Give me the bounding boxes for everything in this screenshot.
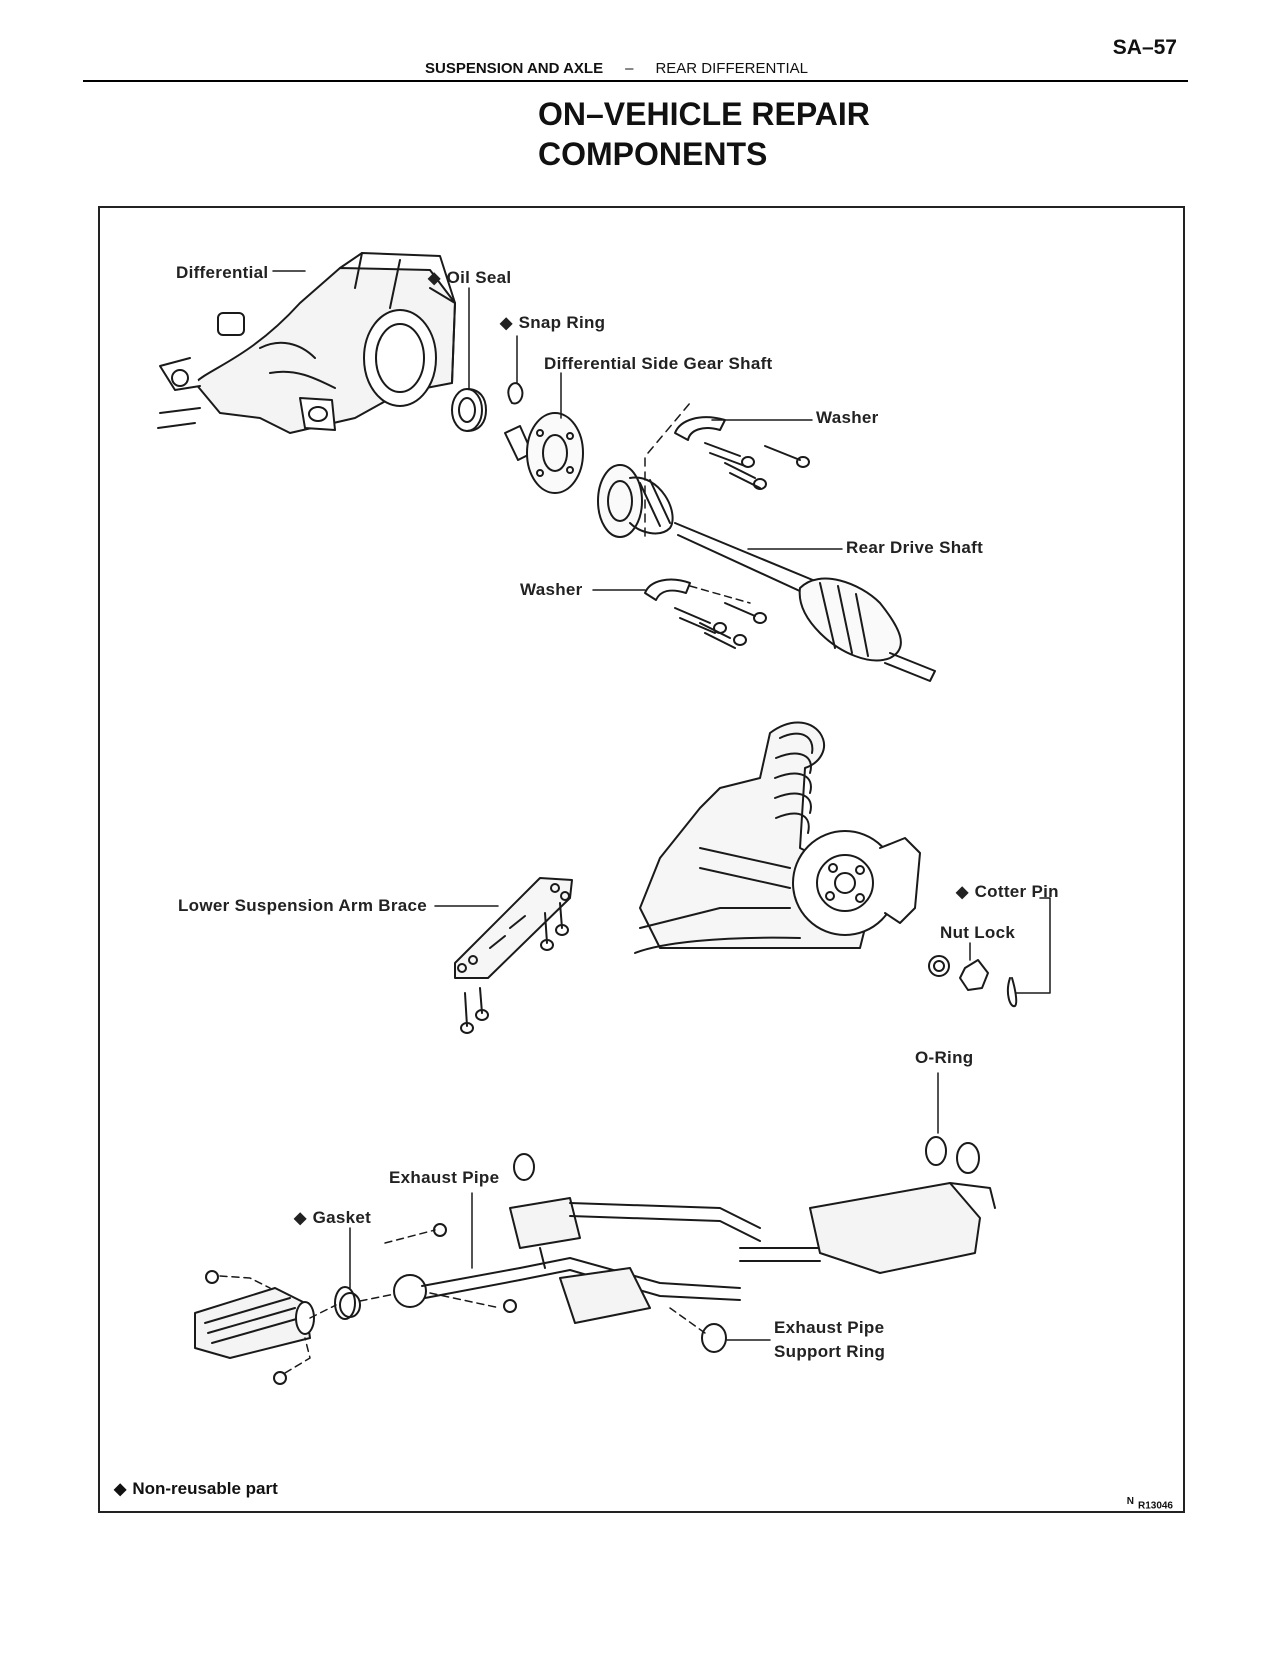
non-reusable-diamond-icon: ◆ bbox=[114, 1481, 127, 1498]
label-rear-drive-shaft: Rear Drive Shaft bbox=[846, 538, 984, 557]
label-exhaust-support-line-1: Exhaust Pipe bbox=[774, 1318, 885, 1337]
label-lower-suspension-arm-brace: Lower Suspension Arm Brace bbox=[178, 896, 428, 915]
page-title-line-2: COMPONENTS bbox=[538, 136, 768, 172]
label-gasket-text: Gasket bbox=[312, 1208, 372, 1227]
lower-washer-drawing bbox=[644, 578, 767, 649]
rear-hub-knuckle-drawing bbox=[634, 721, 921, 954]
label-washer-upper: Washer bbox=[816, 408, 879, 427]
figure-id-text: R13046 bbox=[1137, 1500, 1173, 1512]
figure-north-mark: N bbox=[1126, 1496, 1134, 1507]
nut-lock-drawing bbox=[928, 955, 989, 991]
components-illustration bbox=[157, 252, 1051, 1385]
label-oil-seal-text: Oil Seal bbox=[446, 268, 512, 287]
label-gasket: ◆ Gasket bbox=[294, 1208, 371, 1228]
snap-ring-drawing bbox=[507, 382, 524, 405]
lower-suspension-arm-brace-drawing bbox=[454, 877, 573, 1034]
label-cotter-pin-text: Cotter Pin bbox=[974, 882, 1059, 901]
running-header-section: SUSPENSION AND AXLE bbox=[425, 60, 604, 77]
label-snap-ring: ◆ Snap Ring bbox=[500, 313, 605, 333]
page-title: ON–VEHICLE REPAIR COMPONENTS bbox=[538, 94, 870, 174]
legend-text: Non-reusable part bbox=[132, 1479, 278, 1498]
side-gear-shaft-drawing bbox=[504, 412, 584, 494]
running-header: SUSPENSION AND AXLE – REAR DIFFERENTIAL bbox=[425, 60, 808, 77]
label-oil-seal: ◆ Oil Seal bbox=[428, 268, 511, 288]
non-reusable-diamond-icon: ◆ bbox=[500, 315, 513, 332]
label-snap-ring-text: Snap Ring bbox=[518, 313, 606, 332]
non-reusable-diamond-icon: ◆ bbox=[428, 270, 441, 287]
page-title-line-1: ON–VEHICLE REPAIR bbox=[538, 96, 870, 132]
upper-washer-drawing bbox=[674, 416, 810, 490]
components-diagram: Differential ◆ Oil Seal ◆ Snap Ring Differ… bbox=[98, 206, 1185, 1513]
label-exhaust-support-line-2: Support Ring bbox=[774, 1342, 886, 1361]
rear-drive-shaft-drawing bbox=[597, 402, 936, 682]
exhaust-system-drawing bbox=[194, 1153, 996, 1385]
o-rings-drawing bbox=[925, 1136, 980, 1174]
label-nut-lock: Nut Lock bbox=[940, 923, 1016, 942]
header-rule bbox=[83, 80, 1188, 82]
label-differential: Differential bbox=[176, 263, 269, 282]
differential-housing-drawing bbox=[157, 252, 456, 434]
cotter-pin-drawing bbox=[1006, 977, 1018, 1008]
label-cotter-pin: ◆ Cotter Pin bbox=[956, 882, 1059, 902]
running-header-subsection: REAR DIFFERENTIAL bbox=[655, 60, 808, 77]
page-number: SA–57 bbox=[1112, 36, 1177, 59]
running-header-separator: – bbox=[625, 60, 634, 77]
label-side-gear-shaft: Differential Side Gear Shaft bbox=[544, 354, 773, 373]
label-exhaust-pipe-support-ring: Exhaust Pipe Support Ring bbox=[774, 1316, 885, 1364]
non-reusable-diamond-icon: ◆ bbox=[294, 1210, 307, 1227]
non-reusable-diamond-icon: ◆ bbox=[956, 884, 969, 901]
cotter-pin-leader bbox=[1015, 897, 1051, 994]
label-exhaust-pipe: Exhaust Pipe bbox=[389, 1168, 500, 1187]
label-o-ring: O-Ring bbox=[915, 1048, 974, 1067]
oil-seal-drawing bbox=[451, 388, 487, 432]
label-washer-lower: Washer bbox=[520, 580, 583, 599]
legend-non-reusable: ◆ Non-reusable part bbox=[114, 1479, 278, 1499]
